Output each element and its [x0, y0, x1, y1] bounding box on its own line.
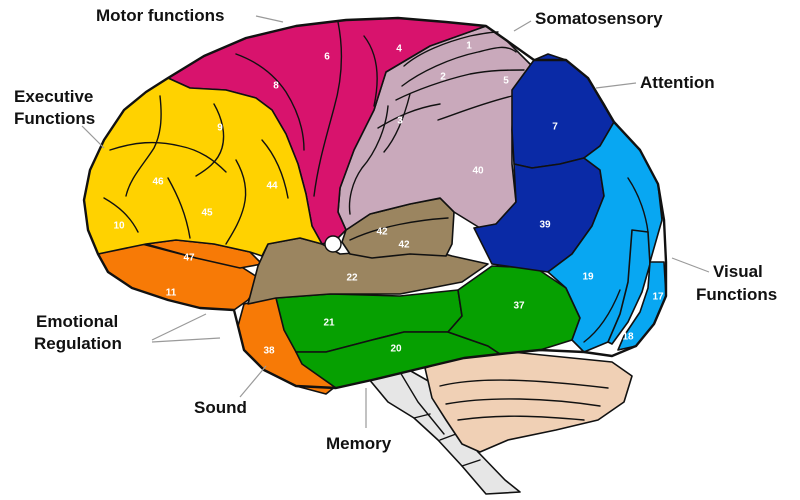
area-number-17: 17: [652, 292, 664, 303]
area-number-47: 47: [183, 253, 195, 264]
area-number-21: 21: [323, 318, 335, 329]
area-number-44: 44: [266, 181, 278, 192]
area-number-3: 3: [397, 116, 403, 127]
area-number-20: 20: [390, 344, 402, 355]
area-number-9: 9: [217, 123, 223, 134]
area-number-8: 8: [273, 81, 279, 92]
area-number-46: 46: [152, 177, 164, 188]
label-executive-line1: Executive: [14, 87, 93, 106]
label-memory: Memory: [326, 434, 392, 453]
area-number-4: 4: [396, 44, 402, 55]
area-number-2: 2: [440, 72, 446, 83]
area-number-38: 38: [263, 346, 275, 357]
area-number-42-lower: 42: [398, 240, 410, 251]
area-number-22: 22: [346, 273, 358, 284]
area-number-11: 11: [166, 288, 177, 299]
label-emotional-line1: Emotional: [36, 312, 118, 331]
label-motor-functions: Motor functions: [96, 6, 224, 25]
label-visual-line1: Visual: [713, 262, 763, 281]
label-attention: Attention: [640, 73, 715, 92]
area-number-6: 6: [324, 52, 330, 63]
area-number-19: 19: [582, 272, 594, 283]
cerebellum-region: [424, 351, 633, 453]
area-number-10: 10: [113, 221, 125, 232]
label-sound: Sound: [194, 398, 247, 417]
label-visual-line2: Functions: [696, 285, 777, 304]
area-number-1: 1: [466, 41, 472, 52]
area-number-45: 45: [201, 208, 213, 219]
area-number-37: 37: [513, 301, 525, 312]
area-18-region: [607, 229, 651, 345]
area-number-42-upper: 42: [376, 227, 388, 238]
area-number-18: 18: [622, 332, 634, 343]
label-emotional-line2: Regulation: [34, 334, 122, 353]
label-somatosensory: Somatosensory: [535, 9, 663, 28]
area-number-5: 5: [503, 76, 509, 87]
area-number-39: 39: [539, 220, 551, 231]
area-number-40: 40: [472, 166, 484, 177]
area-number-7: 7: [552, 122, 558, 133]
label-executive-line2: Functions: [14, 109, 95, 128]
